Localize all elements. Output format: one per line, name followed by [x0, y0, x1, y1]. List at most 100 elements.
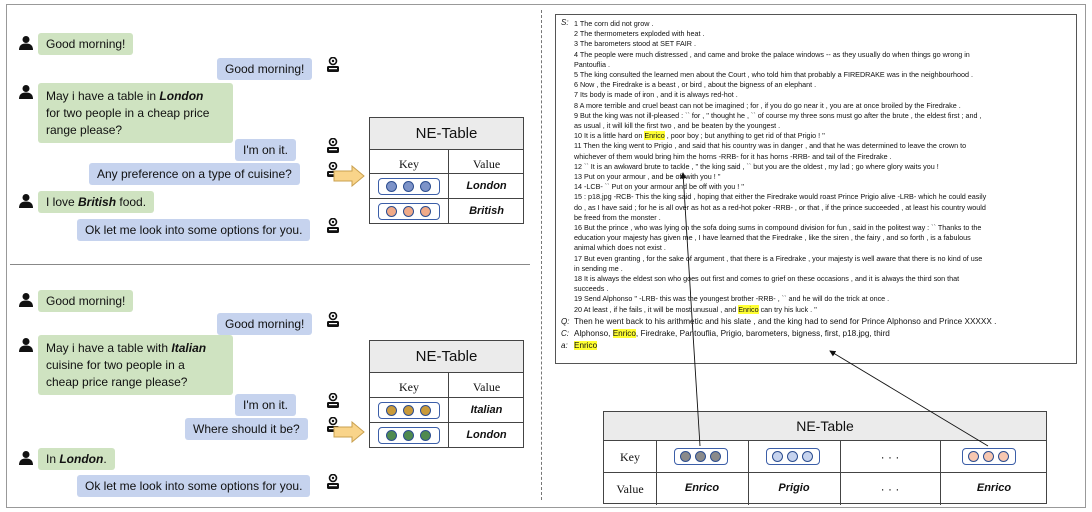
story-line: 9 But the king was not ill-pleased : `` … [574, 110, 982, 120]
value-cell: London [466, 429, 507, 441]
header-key: Key [399, 380, 419, 394]
header-value: Value [472, 157, 501, 171]
dot [403, 181, 414, 192]
dot [420, 430, 431, 441]
story-line: 11 Then the king went to Prigio , and sa… [574, 141, 967, 151]
story-line: 5 The king consulted the learned men abo… [574, 70, 974, 79]
a-label: a: [561, 341, 568, 350]
city-entity: London [159, 89, 204, 103]
table-divider [748, 441, 749, 505]
system-message-1: Good morning! [217, 58, 313, 80]
story-line: in sending me . [574, 263, 623, 273]
story-line: 19 Send Alphonso '' -LRB- this was the y… [574, 294, 890, 304]
story-line: 6 Now , the Firedrake is a beast , or bi… [574, 80, 817, 90]
food-entity: Italian [171, 341, 207, 355]
user-icon [19, 451, 33, 465]
header-value: Value [472, 380, 501, 394]
user-message-1: Good morning! [38, 290, 134, 312]
ne-table-story: NE-Table Key Value · · · Enrico Prigio ·… [603, 411, 1047, 505]
key-embedding [674, 448, 728, 465]
user-message-2-text-c: cheap price range please? [46, 375, 188, 389]
table-divider [370, 198, 523, 199]
header-key: Key [399, 157, 419, 171]
arrow-right-icon [333, 165, 365, 187]
system-message-4: Ok let me look into some options for you… [77, 219, 311, 241]
story-line: 16 But the prince , who was lying on the… [574, 223, 982, 232]
user-message-2: May i have a table with Italian cuisine … [38, 335, 233, 395]
user-message-3-text-a: I love [46, 195, 79, 209]
story-line: 4 The people were much distressed , and … [574, 49, 970, 59]
story-line: 7 Its body is made of iron , and it is a… [574, 90, 738, 100]
dot [802, 451, 813, 462]
dot [386, 206, 397, 217]
table-divider [656, 441, 657, 505]
user-icon [19, 293, 33, 307]
table-divider [604, 472, 1046, 473]
user-message-2-text-a: May i have a table in [46, 89, 160, 103]
system-message-2: I'm on it. [235, 394, 296, 416]
horizontal-divider [10, 264, 530, 265]
system-message-4: Ok let me look into some options for you… [77, 475, 311, 497]
system-message-3: Where should it be? [185, 418, 308, 440]
story-line: 12 `` It is an awkward brute to tackle ,… [574, 161, 939, 171]
story-line: whichever of them would bring him the ho… [574, 151, 892, 161]
answer-text: Enrico [574, 341, 598, 350]
story-line: 13 Put on your armour , and be off with … [574, 172, 721, 181]
story-line: 8 A more terrible and cruel beast can no… [574, 100, 961, 110]
story-line: 3 The barometers stood at SET FAIR . [574, 39, 696, 49]
key-embedding [378, 402, 440, 419]
ne-table-title: NE-Table [370, 341, 523, 373]
dot [386, 181, 397, 192]
dot [403, 206, 414, 217]
dot [787, 451, 798, 462]
story-line: 1 The corn did not grow . [574, 19, 654, 28]
value-cell: Enrico [684, 482, 720, 494]
robot-icon [327, 57, 339, 72]
ellipsis: · · · [880, 482, 900, 496]
table-divider [840, 441, 841, 505]
dot [983, 451, 994, 462]
story-line: animal which does not exist . [574, 243, 666, 253]
story-line: 2 The thermometers exploded with heat . [574, 29, 705, 39]
highlighted-entity: Enrico [612, 329, 636, 338]
key-embedding [378, 427, 440, 444]
system-message-2: I'm on it. [235, 139, 296, 161]
value-cell: Italian [470, 404, 503, 416]
table-divider [940, 441, 941, 505]
ne-table-bottom: NE-Table Key Value Italian London [369, 340, 524, 448]
ne-table-top: NE-Table Key Value London British [369, 117, 524, 224]
key-embedding [962, 448, 1016, 465]
dot [420, 405, 431, 416]
system-message-3: Any preference on a type of cuisine? [89, 163, 300, 185]
story-line: succeeds . [574, 284, 609, 294]
story-line: 14 -LCB- `` Put on your armour and be of… [574, 182, 745, 192]
table-divider [370, 397, 523, 398]
vertical-divider [541, 10, 542, 500]
user-message-3: In London. [38, 448, 115, 470]
s-label: S: [561, 18, 569, 27]
dot [403, 430, 414, 441]
table-divider [370, 422, 523, 423]
user-icon [19, 194, 33, 208]
highlighted-entity: Enrico [644, 131, 665, 141]
story-panel: S: 1 The corn did not grow .2 The thermo… [555, 14, 1077, 364]
table-divider [370, 173, 523, 174]
city-entity: London [59, 452, 104, 466]
user-message-3-text-b: . [103, 452, 107, 466]
dot [710, 451, 721, 462]
table-divider [448, 150, 449, 224]
story-line: 18 It is always the eldest son who goes … [574, 274, 960, 283]
key-embedding [378, 203, 440, 220]
dot [386, 430, 397, 441]
c-label: C: [561, 329, 569, 338]
user-message-2-text-c: range please? [46, 123, 123, 137]
value-cell: Enrico [976, 482, 1012, 494]
story-line: Pantouflia . [574, 59, 610, 69]
story-line: 10 It is a little hard on Enrico , poor … [574, 131, 825, 141]
ellipsis: · · · [880, 450, 900, 464]
user-message-2: May i have a table in London for two peo… [38, 83, 233, 143]
story-line: as usual , it will kill the first two , … [574, 121, 781, 130]
figure-frame [6, 4, 1086, 508]
row-value-label: Value [616, 482, 644, 496]
user-message-2-text-a: May i have a table with [46, 341, 172, 355]
